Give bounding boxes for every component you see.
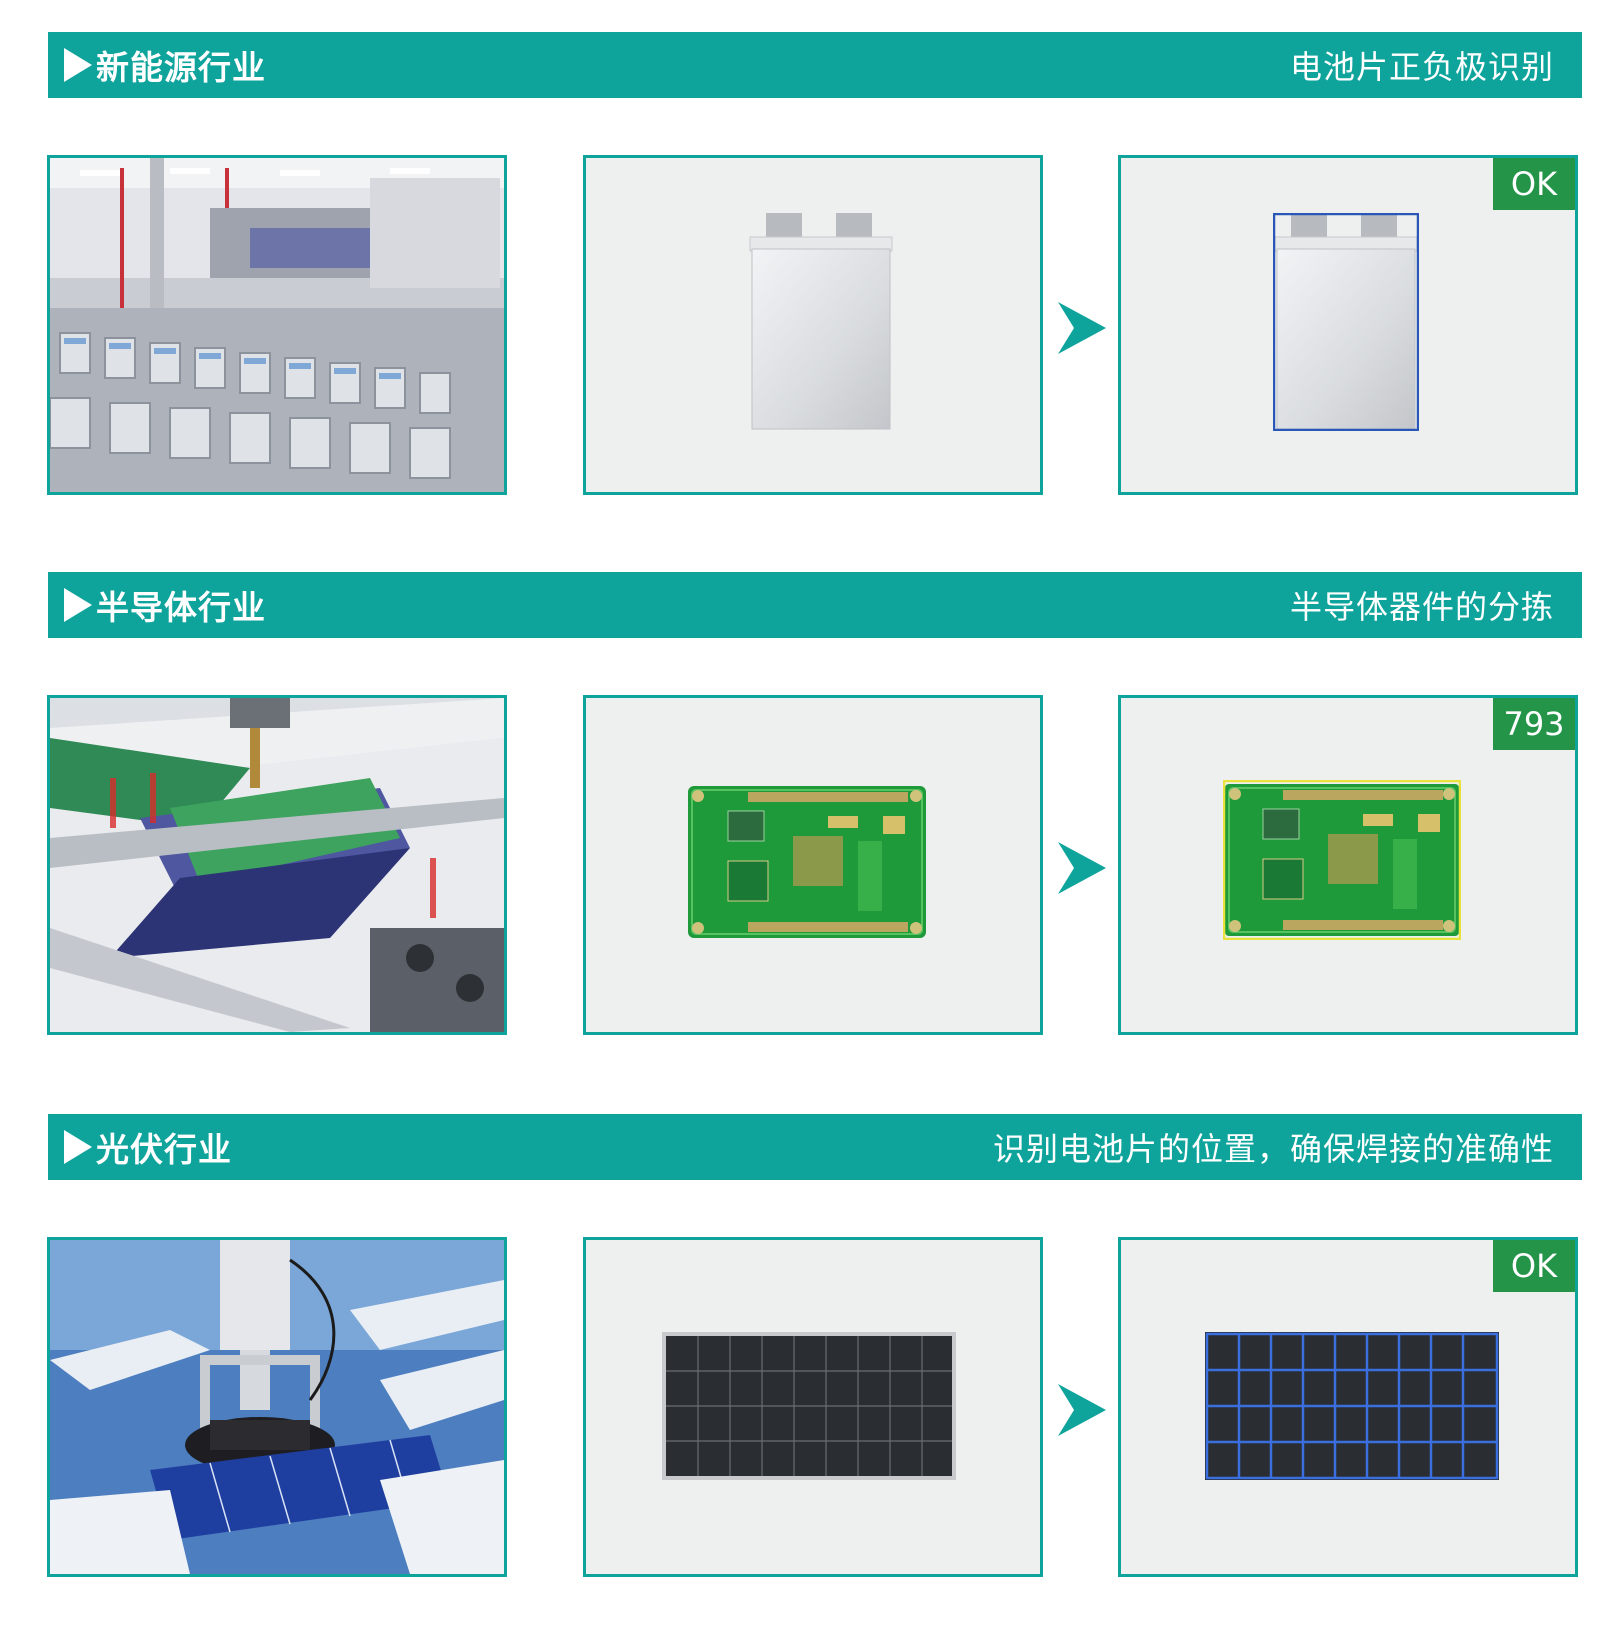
pcb-input-image bbox=[583, 695, 1043, 1035]
factory-photo-pcb-line bbox=[47, 695, 507, 1035]
battery-input-image bbox=[583, 155, 1043, 495]
solar-panel-detected bbox=[1205, 1332, 1499, 1480]
factory-photo-battery-line bbox=[47, 155, 507, 495]
section-photovoltaic: 光伏行业 识别电池片的位置，确保焊接的准确性 bbox=[0, 1082, 1620, 1582]
solar-result-image: OK bbox=[1118, 1237, 1578, 1577]
section-banner: 新能源行业 电池片正负极识别 bbox=[48, 32, 1582, 98]
task-title: 电池片正负极识别 bbox=[1289, 48, 1554, 86]
result-badge: OK bbox=[1493, 1240, 1575, 1292]
industry-title: 光伏行业 bbox=[96, 1130, 232, 1169]
section-banner: 半导体行业 半导体器件的分拣 bbox=[48, 572, 1582, 638]
result-badge: 793 bbox=[1493, 698, 1575, 750]
battery-cell-detected bbox=[1273, 213, 1419, 431]
play-icon bbox=[64, 588, 92, 622]
industry-title: 新能源行业 bbox=[96, 48, 266, 87]
section-semiconductor: 半导体行业 半导体器件的分拣 bbox=[0, 540, 1620, 1040]
play-icon bbox=[64, 1130, 92, 1164]
arrow-right-icon bbox=[1058, 1384, 1106, 1436]
pcb-board bbox=[688, 786, 926, 938]
section-new-energy: 新能源行业 电池片正负极识别 bbox=[0, 0, 1620, 500]
play-icon bbox=[64, 48, 92, 82]
result-badge: OK bbox=[1493, 158, 1575, 210]
arrow-right-icon bbox=[1058, 302, 1106, 354]
factory-photo-solar-line bbox=[47, 1237, 507, 1577]
solar-panel bbox=[662, 1332, 956, 1480]
task-title: 识别电池片的位置，确保焊接的准确性 bbox=[992, 1130, 1554, 1168]
solar-input-image bbox=[583, 1237, 1043, 1577]
pcb-board-detected bbox=[1223, 780, 1461, 940]
task-title: 半导体器件的分拣 bbox=[1289, 588, 1554, 626]
battery-cell bbox=[748, 213, 894, 431]
battery-result-image: OK bbox=[1118, 155, 1578, 495]
pcb-result-image: 793 bbox=[1118, 695, 1578, 1035]
arrow-right-icon bbox=[1058, 842, 1106, 894]
section-banner: 光伏行业 识别电池片的位置，确保焊接的准确性 bbox=[48, 1114, 1582, 1180]
industry-title: 半导体行业 bbox=[96, 588, 266, 627]
